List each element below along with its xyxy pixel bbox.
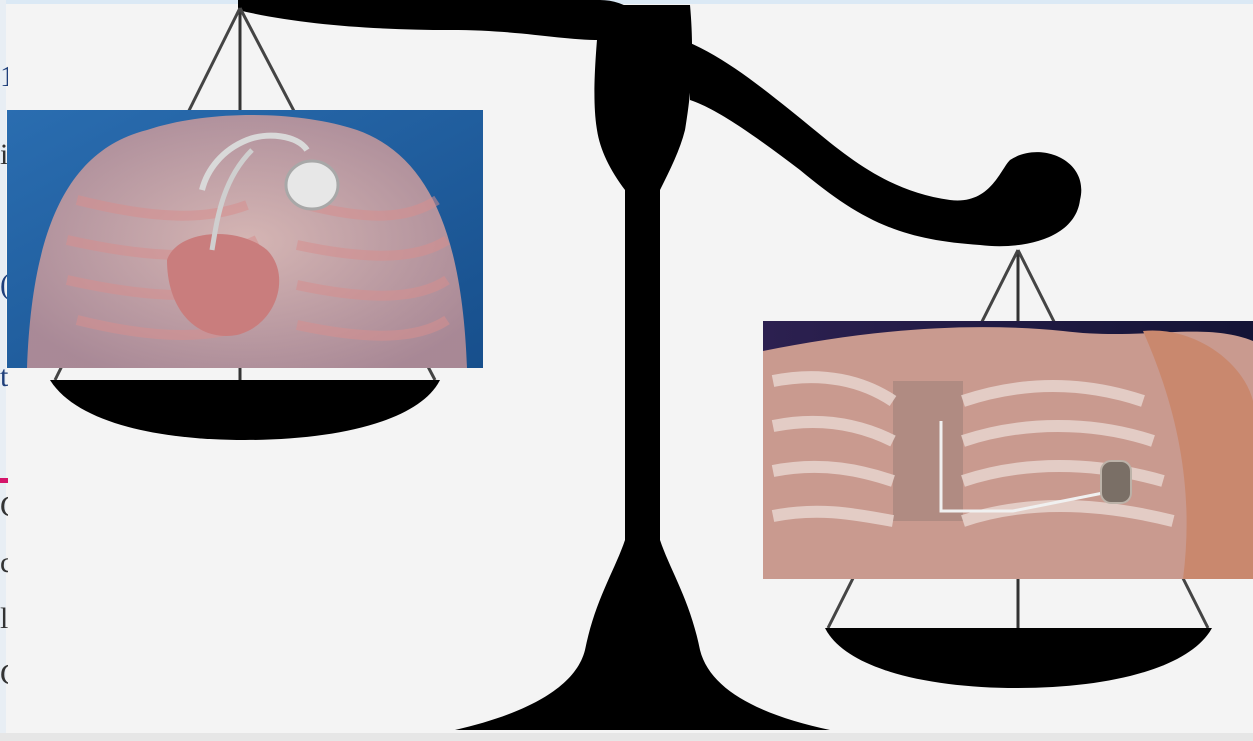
pacemaker-image <box>7 110 483 368</box>
subcutaneous-icd-image <box>763 321 1253 579</box>
bottom-border <box>0 733 1253 741</box>
